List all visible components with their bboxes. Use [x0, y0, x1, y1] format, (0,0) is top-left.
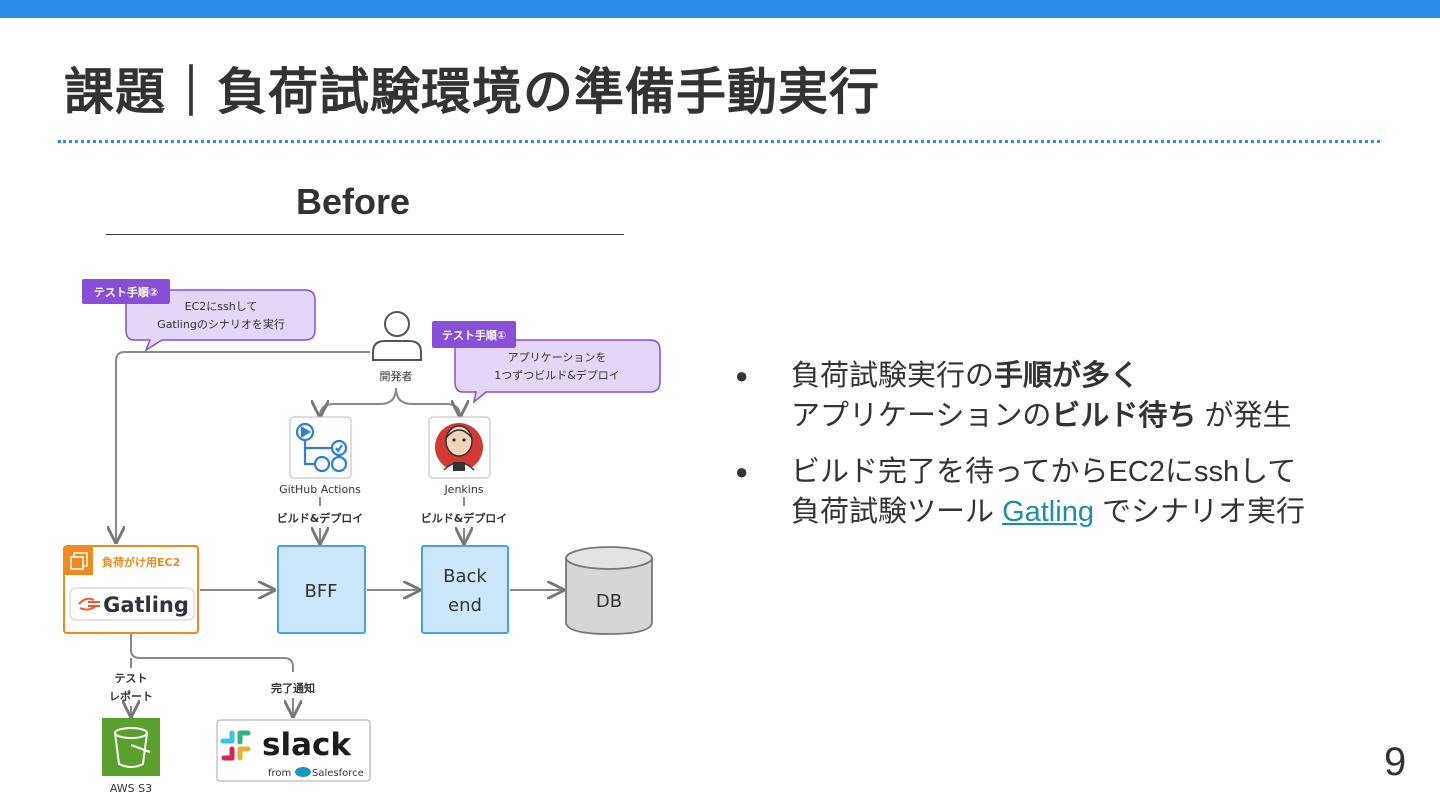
db-cylinder	[565, 546, 653, 635]
backend-box	[421, 545, 509, 634]
section-underline	[106, 234, 624, 235]
github-deploy-label: ビルド&デプロイ	[277, 511, 364, 525]
db-label: DB	[596, 591, 622, 612]
step1-bubble-line1: アプリケーションを	[508, 351, 607, 364]
jenkins-label: Jenkins	[443, 483, 483, 496]
jenkins-deploy-label: ビルド&デプロイ	[421, 511, 508, 525]
bullet-item: ● ビルド完了を待ってからEC2にsshして 負荷試験ツール Gatling で…	[733, 452, 1373, 532]
gatling-link[interactable]: Gatling	[1002, 496, 1094, 528]
slide-title: 課題｜負荷試験環境の準備手動実行	[64, 63, 880, 121]
bullet-text: が発生	[1196, 400, 1292, 432]
section-heading: Before	[296, 181, 411, 222]
bullet-line: 負荷試験実行の手順が多く	[791, 356, 1373, 396]
bullet-line: 負荷試験ツール Gatling でシナリオ実行	[791, 492, 1373, 532]
github-actions-icon	[295, 422, 348, 473]
complete-notice-label: 完了通知	[271, 681, 315, 695]
bullet-text: でシナリオ実行	[1093, 496, 1306, 528]
s3-label: AWS S3	[110, 782, 152, 795]
bff-label: BFF	[304, 581, 337, 602]
developer-label: 開発者	[380, 369, 413, 383]
slack-salesforce-text: Salesforce	[312, 768, 364, 779]
bullet-dot: ●	[735, 363, 749, 388]
step2-badge-text: テスト手順②	[94, 285, 158, 299]
step1-bubble-line2: 1つずつビルド&デプロイ	[494, 368, 620, 382]
bullet-list: ● 負荷試験実行の手順が多く アプリケーションのビルド待ち が発生 ● ビルド完…	[733, 356, 1373, 548]
slack-logo-box	[216, 719, 371, 782]
bullet-dot: ●	[735, 459, 749, 484]
backend-label-line2: end	[448, 595, 482, 616]
ec2-icon	[64, 546, 93, 575]
developer-person-icon	[372, 311, 422, 361]
gatling-logo-box	[69, 587, 195, 621]
backend-label-line1: Back	[443, 566, 487, 587]
step2-bubble-line2: Gatlingのシナリオを実行	[157, 317, 285, 331]
page-number: 9	[1384, 740, 1407, 784]
report-label-line2: レポート	[109, 689, 153, 703]
bullet-text: アプリケーションの	[791, 400, 1052, 432]
step1-badge	[432, 321, 516, 348]
bullet-line: アプリケーションのビルド待ち が発生	[791, 396, 1373, 436]
bullet-text: 負荷試験実行の	[791, 360, 995, 392]
slack-logo-text: slack	[262, 727, 352, 763]
report-label-line1: テスト	[115, 672, 148, 685]
salesforce-cloud-icon	[295, 767, 311, 777]
bullet-bold-text: ビルド待ち	[1051, 400, 1197, 432]
s3-bucket-icon	[114, 727, 151, 768]
bullet-text: 負荷試験ツール	[791, 496, 1003, 528]
gatling-logo-text: Gatling	[103, 593, 189, 617]
slack-from-text: from	[268, 768, 291, 779]
ec2-instances-icon	[70, 552, 88, 570]
ec2-label: 負荷がけ用EC2	[102, 555, 180, 569]
github-actions-label: GitHub Actions	[279, 483, 361, 496]
bullet-item: ● 負荷試験実行の手順が多く アプリケーションのビルド待ち が発生	[733, 356, 1373, 436]
connector-lines	[116, 351, 563, 716]
bff-box	[277, 545, 366, 634]
top-accent-bar	[0, 0, 1440, 18]
jenkins-icon	[435, 423, 483, 471]
step1-badge-text: テスト手順①	[442, 328, 506, 342]
step2-bubble-line1: EC2にsshして	[185, 300, 258, 313]
gatling-swirl-icon	[78, 597, 100, 611]
step2-badge	[82, 279, 170, 304]
bullet-bold-text: 手順が多く	[994, 360, 1140, 392]
slack-hash-icon	[220, 730, 251, 761]
bullet-line: ビルド完了を待ってからEC2にsshして	[791, 456, 1297, 488]
title-divider	[58, 140, 1380, 143]
